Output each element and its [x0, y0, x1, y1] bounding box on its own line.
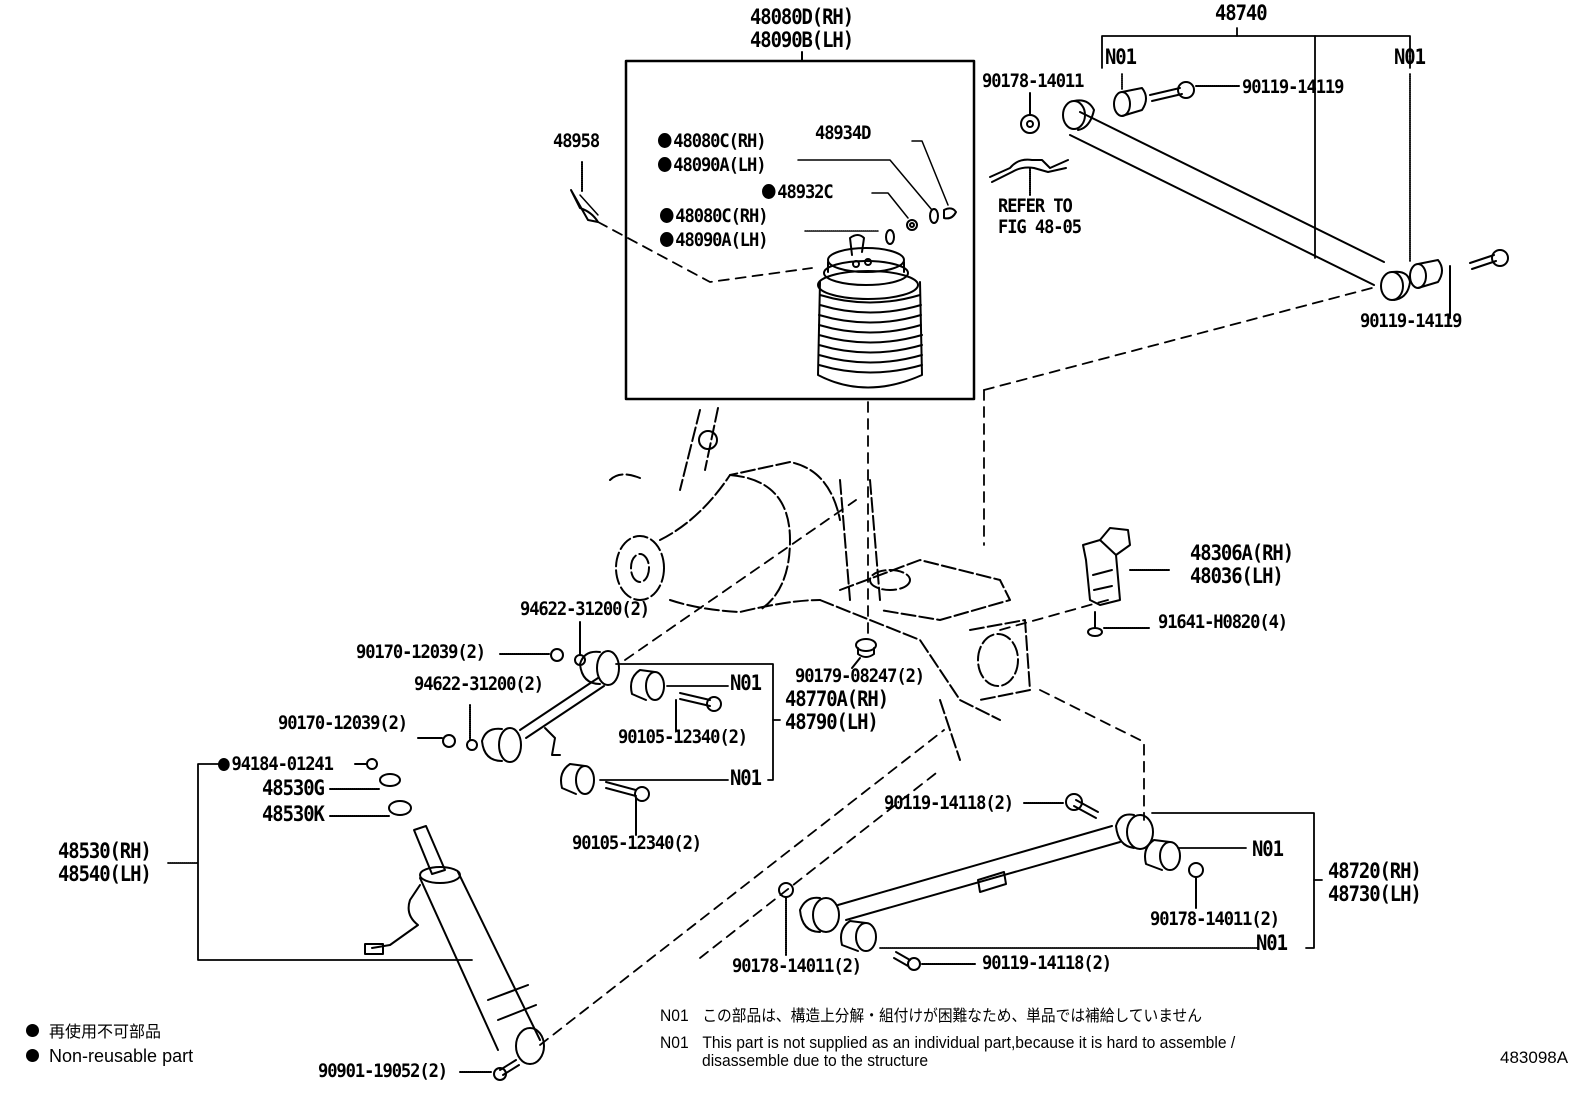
shock-mount-icons: [329, 758, 412, 817]
lateral-rod-icon: [481, 650, 620, 763]
part-label-90170-12039-a[interactable]: 90170-12039(2): [356, 641, 486, 663]
part-label-48036[interactable]: 48036(LH): [1190, 564, 1284, 588]
bolt-90901-icon: [459, 1059, 520, 1081]
lower-bolt-nut-icons: [778, 793, 1204, 971]
non-reusable-dot-icon: [660, 232, 674, 247]
legend-dot-icon: [26, 1024, 39, 1037]
n01-label-upper-left: N01: [1105, 45, 1137, 69]
upper-nut-icon: [1020, 92, 1040, 134]
part-label-48090a-upper[interactable]: 48090A(LH): [658, 154, 767, 176]
part-label-90119-14119-lower[interactable]: 90119-14119: [1360, 310, 1462, 332]
part-label-94622-31200-a[interactable]: 94622-31200(2): [520, 598, 650, 620]
part-label-90901-19052[interactable]: 90901-19052(2): [318, 1060, 448, 1082]
part-label-90178-14011-right[interactable]: 90178-14011(2): [1150, 908, 1280, 930]
part-label-48080c-lower[interactable]: 48080C(RH): [660, 205, 769, 227]
refer-to-figure-link[interactable]: FIG 48-05: [998, 216, 1082, 238]
part-label-48932c[interactable]: 48932C: [762, 181, 834, 203]
air-spring-leaders: [579, 140, 949, 232]
upper-arm-bracket: [1101, 27, 1411, 263]
lateral-nut-washer-icons: [417, 621, 586, 751]
part-label-90170-12039-b[interactable]: 90170-12039(2): [278, 712, 408, 734]
part-label-94622-31200-b[interactable]: 94622-31200(2): [414, 673, 544, 695]
non-reusable-dot-icon: [660, 208, 674, 223]
non-reusable-dot-icon: [218, 758, 230, 771]
part-label-48530k[interactable]: 48530K: [262, 802, 325, 826]
part-label-90178-14011-left[interactable]: 90178-14011(2): [732, 955, 862, 977]
figure-number: 483098A: [1500, 1048, 1569, 1067]
part-label-48080d[interactable]: 48080D(RH): [750, 5, 854, 29]
n01-label-lower-top: N01: [1252, 837, 1284, 861]
part-label-48958[interactable]: 48958: [553, 130, 600, 152]
shock-bracket: [167, 763, 473, 961]
part-label-48540[interactable]: 48540(LH): [58, 862, 152, 886]
part-label-48090a-lower[interactable]: 48090A(LH): [660, 229, 769, 251]
part-label-90119-14119-upper[interactable]: 90119-14119: [1242, 76, 1344, 98]
axle-hole-icon: [698, 430, 718, 450]
legend-dot-icon: [26, 1049, 39, 1062]
part-label-90179-08247[interactable]: 90179-08247(2): [795, 665, 925, 687]
hose-icon: [989, 158, 1069, 197]
axle-housing-icon: [609, 407, 1031, 761]
upper-bolt-icons: [1149, 81, 1509, 319]
lower-arm-bracket: [879, 812, 1323, 949]
lateral-rod-bracket: [599, 663, 781, 781]
note-en-continuation: disassemble due to the structure: [702, 1051, 929, 1070]
legend-en: Non-reusable part: [26, 1043, 193, 1069]
assembly-dashed-lines: [539, 221, 1373, 1046]
non-reusable-dot-icon: [762, 184, 776, 199]
n01-label-upper-right: N01: [1394, 45, 1426, 69]
refer-to-label: REFER TO: [998, 195, 1073, 217]
shock-absorber-icon: [364, 825, 545, 1065]
part-label-48934d[interactable]: 48934D: [815, 122, 871, 144]
upper-arm-icon: [1062, 99, 1411, 301]
part-label-90178-14011-upper[interactable]: 90178-14011: [982, 70, 1084, 92]
n01-label-lower-bottom: N01: [1256, 931, 1288, 955]
part-label-94184-01241[interactable]: 94184-01241: [218, 753, 334, 775]
part-label-48740[interactable]: 48740: [1215, 1, 1268, 25]
part-label-48306a[interactable]: 48306A(RH): [1190, 541, 1294, 565]
non-reusable-dot-icon: [658, 133, 672, 148]
part-label-48080c-upper[interactable]: 48080C(RH): [658, 130, 767, 152]
lateral-bushing-icons: [560, 669, 665, 795]
part-label-91641-h0820[interactable]: 91641-H0820(4): [1158, 611, 1288, 633]
n01-label-lateral-bottom: N01: [730, 766, 762, 790]
air-spring-group-box: [624, 51, 976, 401]
non-reusable-dot-icon: [658, 157, 672, 172]
part-label-48720[interactable]: 48720(RH): [1328, 859, 1422, 883]
bolt-91641-icon: [1087, 611, 1151, 637]
part-label-90105-12340-b[interactable]: 90105-12340(2): [572, 832, 702, 854]
upper-bushing-icons: [1113, 87, 1443, 289]
lower-bushing-icons: [840, 839, 1181, 952]
part-label-90119-14118-bottom[interactable]: 90119-14118(2): [982, 952, 1112, 974]
part-label-48090b[interactable]: 48090B(LH): [750, 28, 854, 52]
n01-label-lateral-top: N01: [730, 671, 762, 695]
part-label-48530[interactable]: 48530(RH): [58, 839, 152, 863]
part-label-48770a[interactable]: 48770A(RH): [785, 687, 889, 711]
part-label-90105-12340-a[interactable]: 90105-12340(2): [618, 726, 748, 748]
air-spring-icon: [817, 234, 923, 389]
legend-jp: 再使用不可部品: [26, 1018, 161, 1045]
bracket-48958-icon: [570, 161, 599, 223]
o-ring-icons: [885, 207, 957, 245]
bracket-48306a-icon: [1082, 527, 1171, 606]
lower-arm-icon: [799, 813, 1154, 933]
part-label-90119-14118-top[interactable]: 90119-14118(2): [884, 792, 1014, 814]
part-label-48730[interactable]: 48730(LH): [1328, 882, 1422, 906]
part-label-48790[interactable]: 48790(LH): [785, 710, 879, 734]
part-label-48530g[interactable]: 48530G: [262, 776, 325, 800]
nut-90179-icon: [851, 638, 877, 669]
lateral-bolt-icons: [605, 692, 722, 836]
